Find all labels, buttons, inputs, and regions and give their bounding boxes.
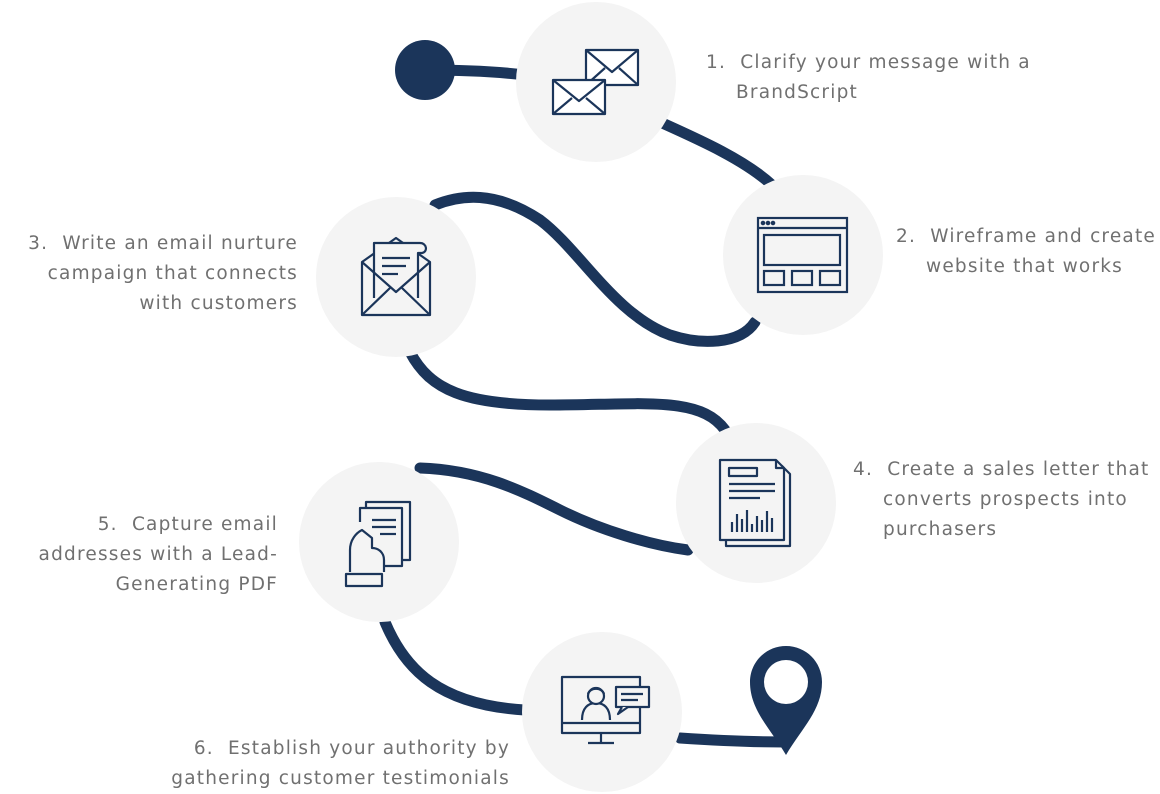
step-number: 4.: [853, 459, 874, 480]
step-6-label: 6. Establish your authority by gathering…: [170, 734, 510, 794]
step-4-node: [676, 423, 836, 583]
wireframe-browser-icon: [756, 216, 849, 294]
open-envelope-letter-icon: [360, 236, 432, 317]
step-4-label: 4. Create a sales letter that converts p…: [853, 455, 1160, 545]
step-number: 5.: [97, 514, 118, 535]
step-description: Establish your authority by gathering cu…: [171, 738, 510, 789]
video-testimonial-monitor-icon: [560, 675, 651, 745]
step-number: 2.: [896, 226, 917, 247]
step-3-label: 3. Write an email nurture campaign that …: [20, 229, 298, 319]
sales-report-icon: [718, 458, 792, 548]
step-3-node: [316, 197, 476, 357]
start-dot: [395, 40, 455, 100]
step-5-label: 5. Capture email addresses with a Lead-G…: [0, 510, 278, 600]
journey-path: [379, 64, 791, 748]
step-1-node: [516, 2, 676, 162]
step-description: Clarify your message with a BrandScript: [736, 52, 1031, 103]
location-pin-icon: [750, 646, 822, 755]
step-5-node: [299, 462, 459, 622]
step-description: Capture email addresses with a Lead-Gene…: [38, 514, 278, 595]
step-2-label: 2. Wireframe and create a website that w…: [896, 222, 1160, 282]
step-6-node: [522, 632, 682, 792]
step-description: Wireframe and create a website that work…: [926, 226, 1160, 277]
step-number: 6.: [193, 738, 214, 759]
step-1-label: 1. Clarify your message with a BrandScri…: [706, 48, 1076, 108]
step-number: 1.: [706, 52, 727, 73]
hand-holding-document-icon: [344, 500, 412, 588]
step-2-node: [723, 175, 883, 335]
step-description: Create a sales letter that converts pros…: [883, 459, 1150, 540]
step-description: Write an email nurture campaign that con…: [47, 233, 298, 314]
envelopes-icon: [551, 48, 640, 116]
step-number: 3.: [28, 233, 49, 254]
